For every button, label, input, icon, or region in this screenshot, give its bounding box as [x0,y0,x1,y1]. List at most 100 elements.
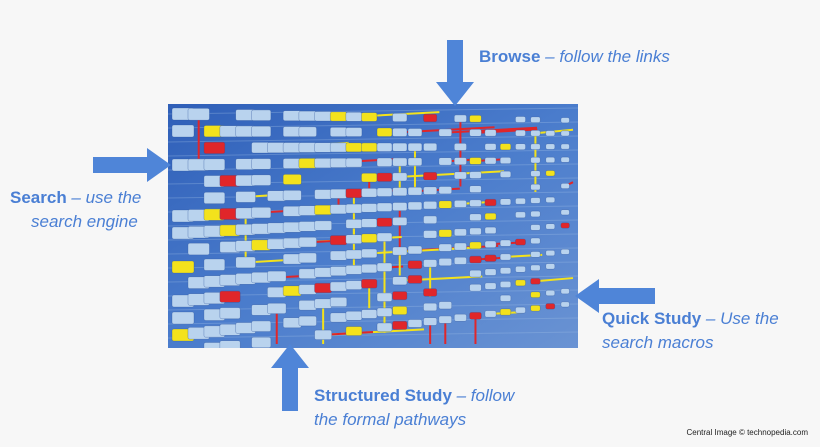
network-node [314,204,333,216]
network-node [469,241,482,250]
network-node [361,263,378,274]
network-node [423,142,438,152]
network-node [251,207,272,219]
network-node [376,187,393,197]
network-node [298,142,317,153]
network-node [530,278,541,285]
search-label-line1: Search – use the [10,186,146,210]
network-node [530,170,541,177]
network-node [314,282,333,294]
network-node [469,115,482,123]
network-node [438,157,453,166]
network-node [314,189,333,200]
network-node [469,129,482,137]
network-node [219,340,241,348]
network-node [530,130,541,137]
network-node [219,307,241,320]
network-node [392,276,408,286]
grid-line [168,149,578,157]
network-node [298,315,317,327]
network-node [438,200,453,209]
network-node [298,205,317,216]
network-node [376,157,393,167]
network-node [345,234,363,245]
network-node [298,252,317,264]
network-node [545,156,556,163]
network-node [515,211,526,219]
network-node [345,219,363,229]
network-node [453,171,467,180]
network-node [515,116,526,123]
network-node [515,129,526,137]
network-node [469,255,482,264]
network-node [329,281,348,292]
search-title: Search [10,188,67,207]
network-node [453,228,467,237]
network-node [499,294,512,302]
network-link [399,170,505,178]
network-node [376,172,393,182]
network-link [414,187,460,193]
network-node [329,204,348,215]
arrow-shape [436,40,474,106]
network-node [187,108,210,121]
network-node [560,248,570,255]
network-node [361,248,378,259]
network-node [469,283,482,292]
network-node [545,263,556,270]
network-node [499,198,512,206]
network-node [361,172,378,183]
network-node [314,329,333,340]
network-node [499,170,512,178]
network-node [469,227,482,236]
network-node [345,249,363,260]
network-node [560,301,570,308]
network-node [453,200,467,208]
network-node [438,301,453,310]
network-node [392,306,408,315]
network-node [392,187,408,197]
network-node [345,127,363,137]
network-node [530,237,541,245]
network-node [329,266,348,277]
network-node [329,297,348,307]
network-node [329,235,348,246]
search-label-line2: search engine [10,210,146,234]
network-node [453,256,467,265]
network-node [361,233,378,243]
network-node [314,158,333,169]
structured-study-title: Structured Study [314,386,452,405]
browse-title: Browse [479,47,541,66]
network-node [560,117,570,124]
network-node [298,236,317,248]
network-node [515,265,526,273]
network-node [423,215,438,224]
network-node [235,191,256,203]
network-node [469,185,482,193]
network-node [530,291,541,298]
network-node [345,111,363,122]
network-node [545,303,556,310]
network-node [438,186,453,195]
structured-study-description-line1: – follow [451,386,515,405]
network-node [329,312,348,323]
network-node [392,246,408,256]
network-node [530,224,541,231]
network-node [453,313,467,322]
network-node [560,288,570,295]
network-node [484,157,497,165]
network-link [535,277,574,283]
network-node [423,201,438,210]
network-node [423,259,438,268]
network-node [298,126,317,137]
network-node [251,125,272,138]
network-node [203,258,226,271]
central-network-image [168,104,578,348]
network-node [484,226,497,234]
network-node [392,142,408,152]
structured-study-label-line1: Structured Study – follow [314,384,514,408]
network-node [298,268,317,279]
network-node [499,157,512,165]
network-node [530,197,541,204]
network-node [438,315,453,324]
